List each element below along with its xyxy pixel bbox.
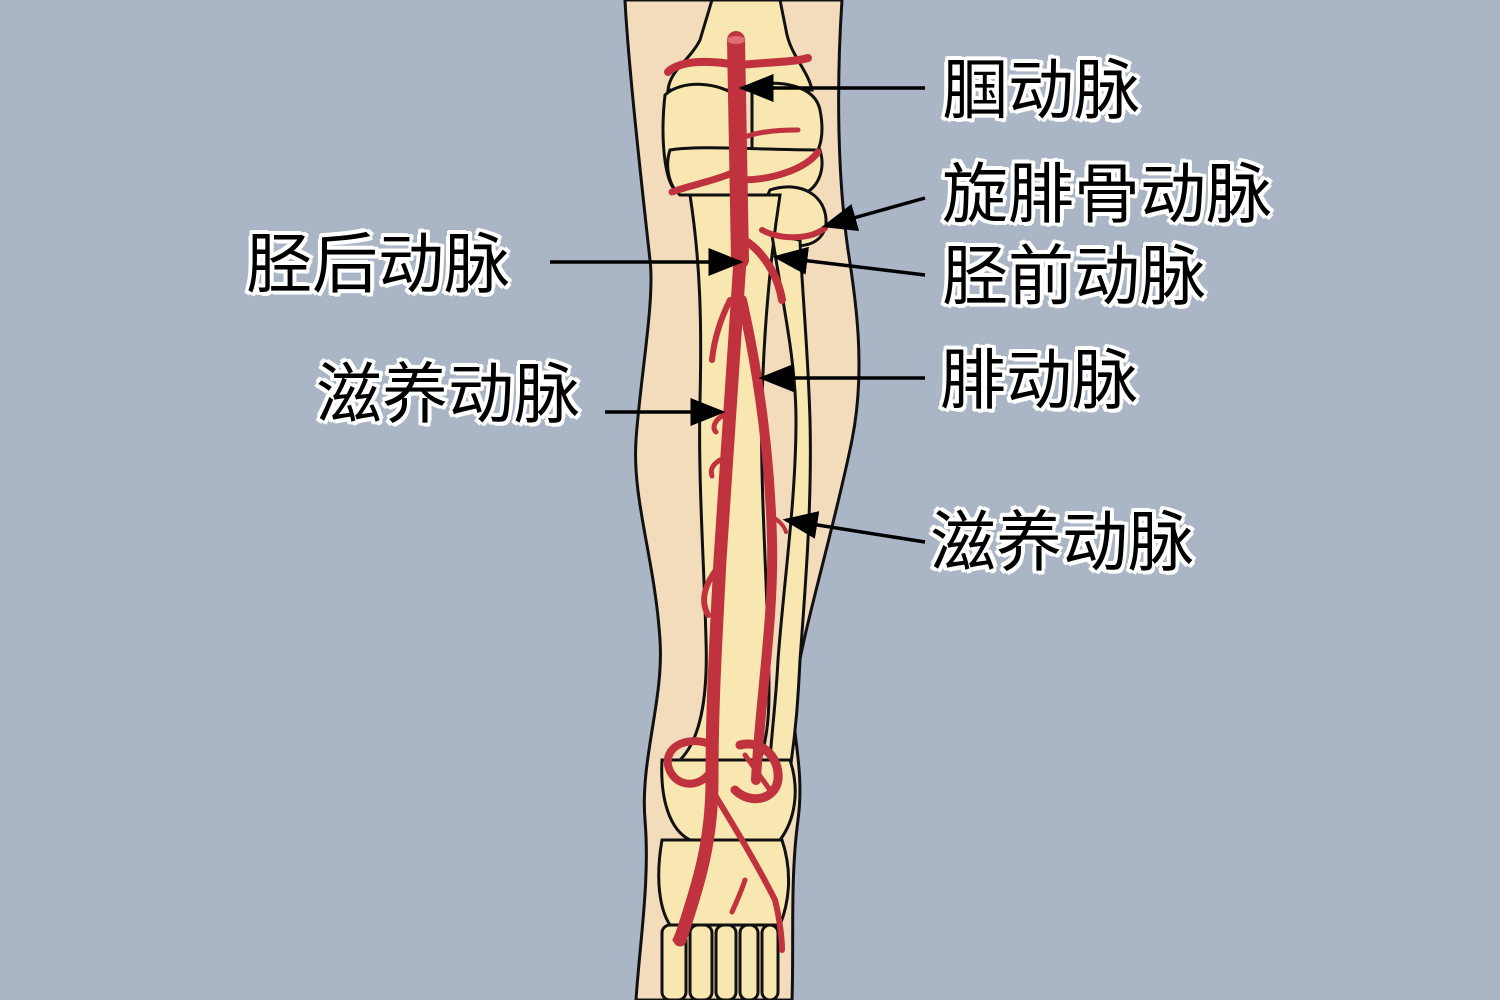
posterior-tibial-artery-path: [673, 253, 747, 947]
label-fibular-artery: 腓动脉: [940, 342, 1138, 419]
popliteal-artery-path: [727, 31, 749, 269]
arteries: [663, 31, 828, 953]
label-popliteal-artery: 腘动脉: [942, 52, 1140, 129]
label-anterior-tibial-artery: 胫前动脉: [942, 238, 1206, 315]
arrow-circumflex-fibular: [821, 196, 926, 231]
label-nutrient-artery-right: 滋养动脉: [930, 504, 1194, 581]
label-nutrient-artery-left: 滋养动脉: [316, 356, 580, 433]
label-circumflex-fibular-artery: 旋腓骨动脉: [942, 156, 1272, 233]
leader-lines: [550, 74, 926, 544]
label-posterior-tibial-artery: 胫后动脉: [246, 226, 510, 303]
arrow-nutrient-right: [782, 511, 926, 544]
fibular-artery-path: [737, 295, 778, 785]
arrow-anterior-tibial: [772, 246, 926, 277]
metatarsal-bones: [660, 923, 780, 1000]
